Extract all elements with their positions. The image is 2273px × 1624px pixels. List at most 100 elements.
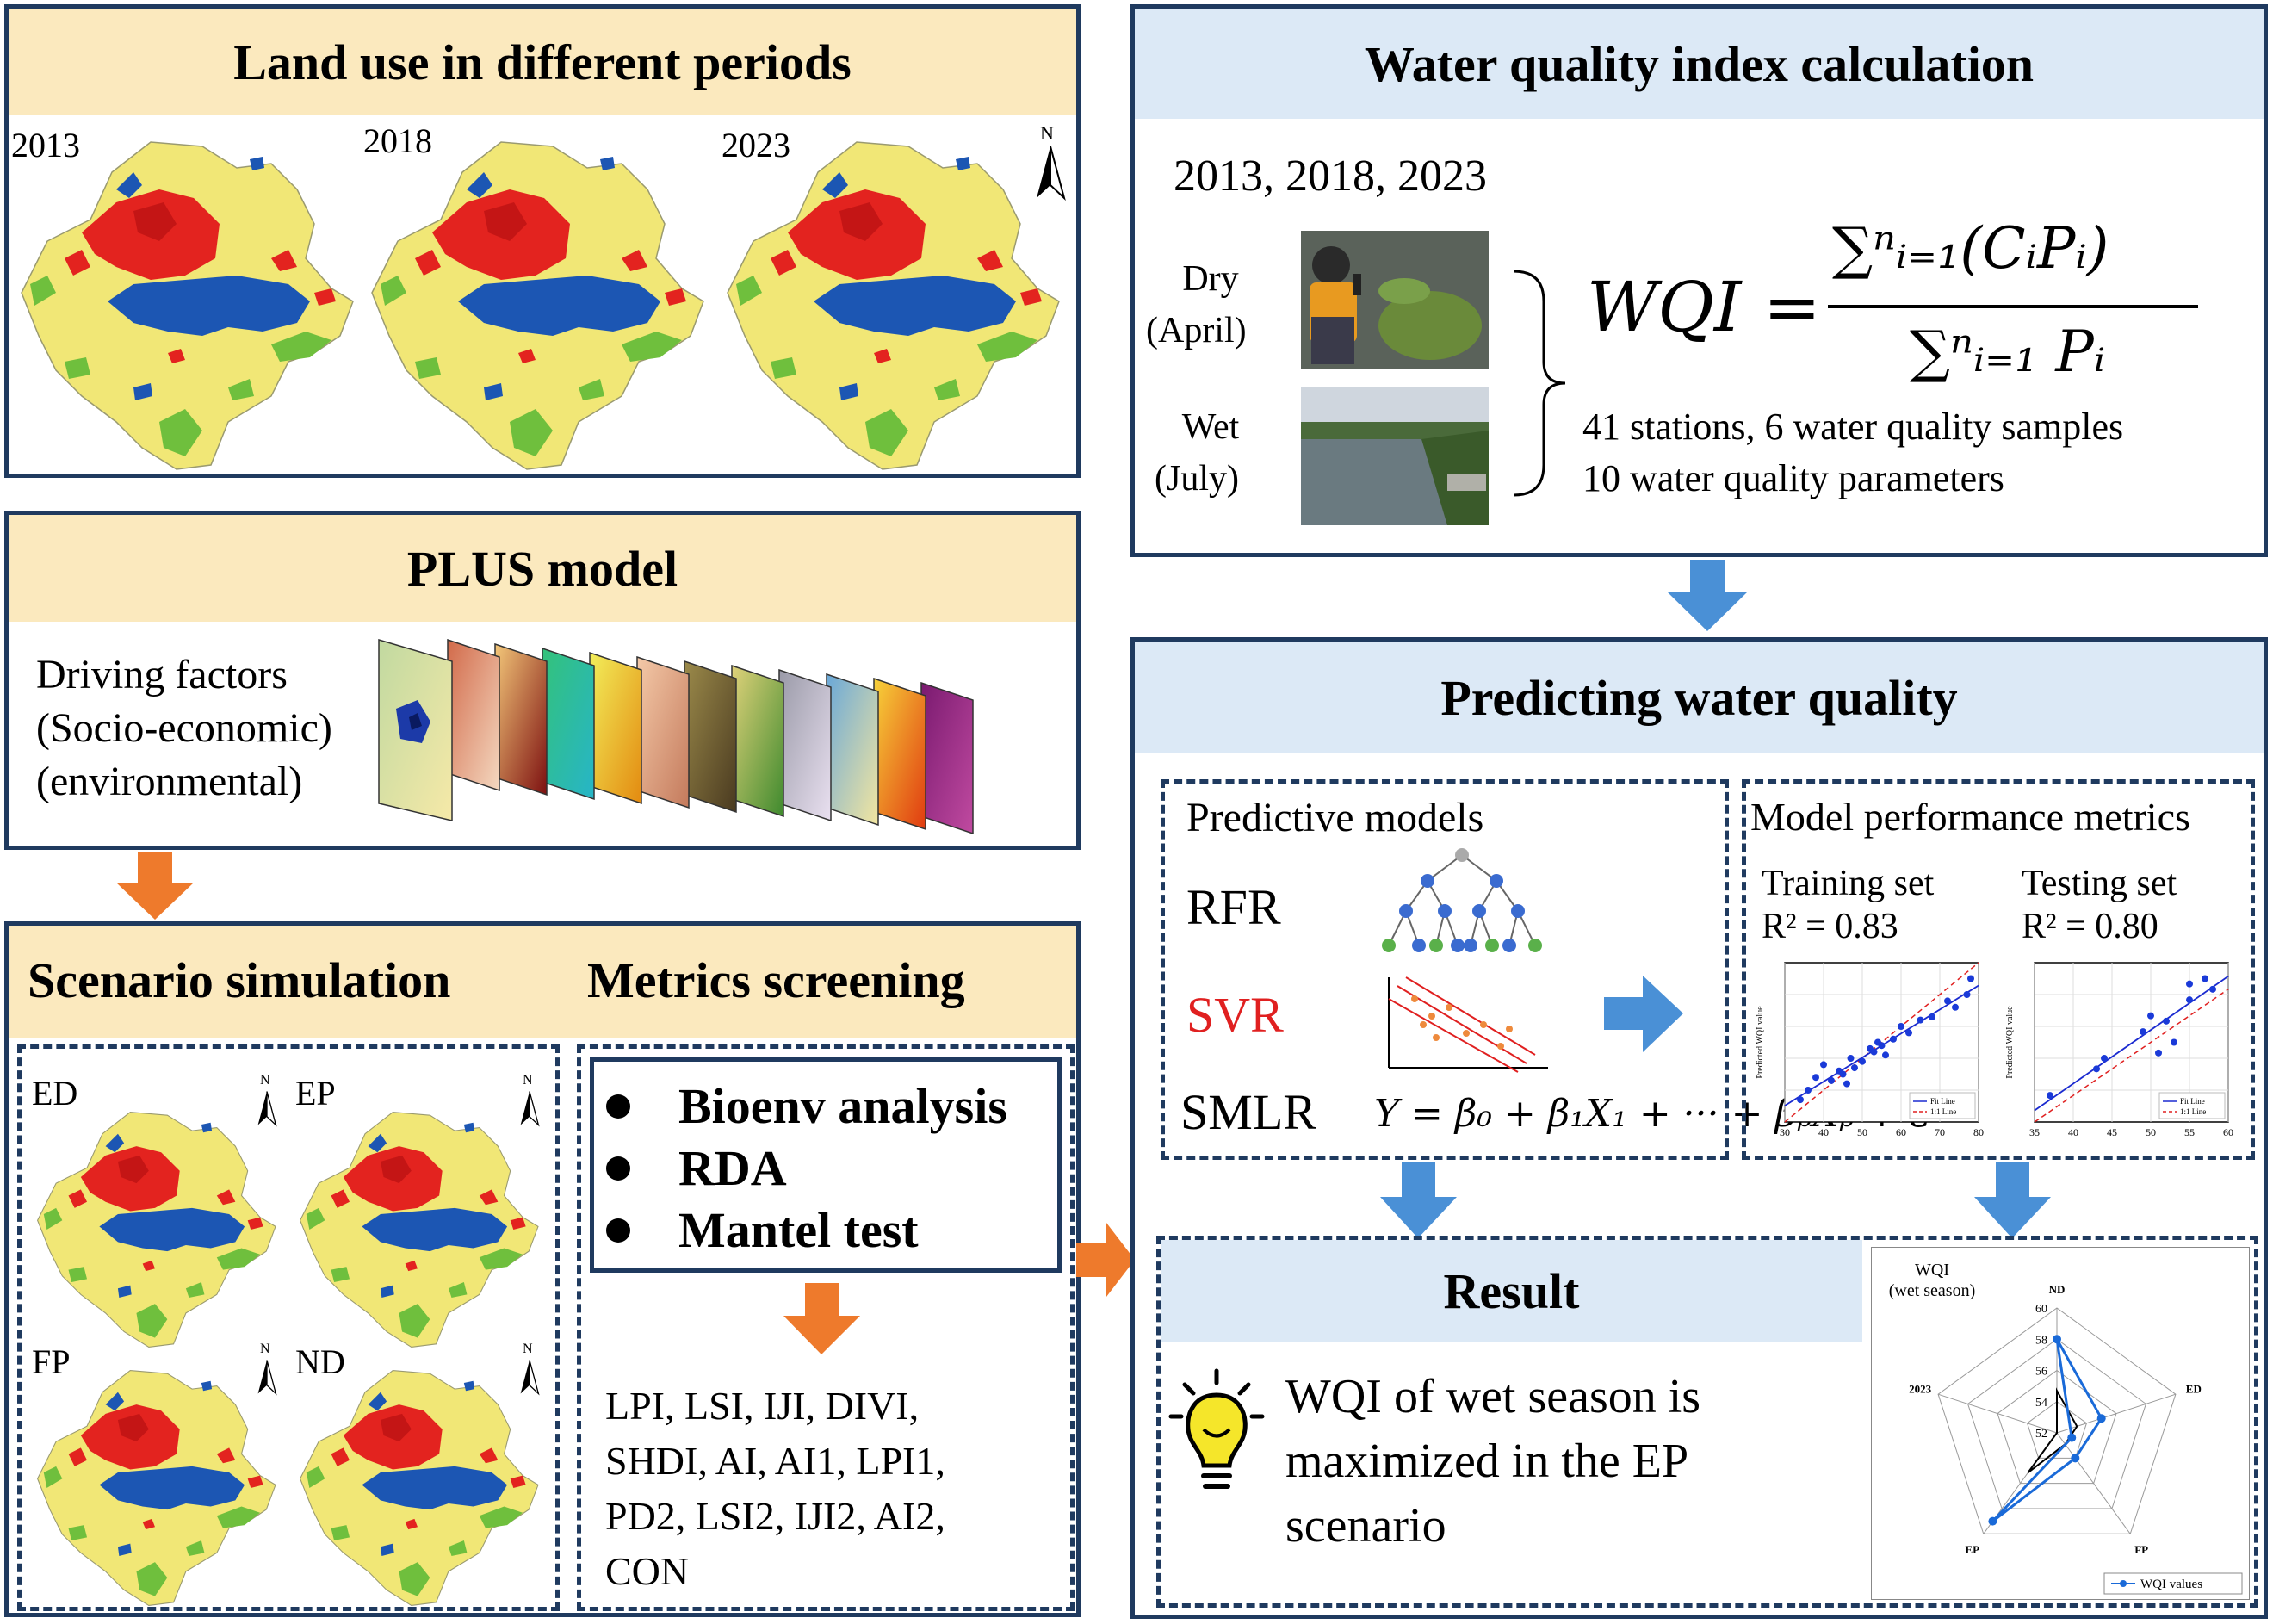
data-point: [1812, 1074, 1819, 1082]
x-tick-label: 30: [1780, 1126, 1790, 1138]
legend: [2158, 1092, 2226, 1119]
wqi-years: 2013, 2018, 2023: [1174, 152, 1487, 201]
data-point: [2171, 1038, 2177, 1046]
scenario-header: [9, 926, 1076, 1038]
scenario-label-nd: ND: [295, 1342, 345, 1381]
wqi-formula-numerator: ∑ⁿᵢ₌₁(CᵢPᵢ): [1832, 215, 2109, 282]
y-axis-label: Predicted WQI value: [2005, 1006, 2015, 1079]
north-label-ed: N: [260, 1073, 270, 1088]
north-arrow-icon: [257, 1360, 277, 1396]
plus-model-title: PLUS model: [9, 515, 1076, 622]
bullet-bioenv: Bioenv analysis: [678, 1078, 1007, 1134]
data-point: [2140, 1028, 2146, 1036]
data-point: [2093, 1065, 2100, 1073]
data-point: [2186, 980, 2193, 988]
data-point: [1917, 1016, 1924, 1024]
legend: [1909, 1092, 1976, 1119]
decision-tree-icon: [1382, 848, 1542, 952]
north-arrow-icon: [520, 1360, 540, 1396]
predicting-title: Predicting water quality: [1135, 642, 2264, 753]
year-label-2023: 2023: [722, 126, 790, 164]
x-tick-label: 55: [2184, 1126, 2195, 1138]
arrow-down-models-to-result: [1380, 1162, 1457, 1238]
x-tick-label: 40: [1818, 1126, 1829, 1138]
data-point: [1851, 1064, 1858, 1072]
data-point: [1820, 1061, 1827, 1069]
north-label: N: [1040, 122, 1054, 144]
x-tick-label: 35: [2029, 1126, 2040, 1138]
result-line-2: maximized in the EP: [1285, 1435, 1689, 1488]
radar-grid-ring: [1937, 1307, 2177, 1534]
x-tick-label: 70: [1935, 1126, 1945, 1138]
radar-chart: WQI(wet season)NDEDFPEP20235254565860WQI…: [1889, 1261, 2243, 1595]
radar-point: [2071, 1454, 2080, 1463]
wqi-calc-title: Water quality index calculation: [1135, 9, 2264, 119]
environmental-label: (environmental): [36, 759, 303, 804]
bullet-mantel: Mantel test: [678, 1202, 919, 1258]
x-tick-label: 60: [2223, 1126, 2233, 1138]
radar-grid-ring: [2026, 1401, 2088, 1459]
x-tick-label: 50: [2146, 1126, 2156, 1138]
bullet-rda: RDA: [678, 1140, 787, 1196]
scenario-map-ed: [37, 1112, 276, 1348]
metrics-screening-title: Metrics screening: [587, 952, 965, 1008]
radar-point: [1988, 1516, 1997, 1526]
arrow-down-screening: [783, 1283, 860, 1354]
arrow-down-plus-to-scenario: [116, 852, 194, 920]
plus-model-panel: PLUS model Driving factors (Socio-econom…: [4, 511, 1081, 850]
data-point: [1905, 1029, 1912, 1037]
year-label-2018: 2018: [363, 121, 432, 160]
radar-spoke: [1937, 1393, 2058, 1434]
model-smlr: SMLR: [1180, 1084, 1316, 1140]
radar-spoke: [2056, 1393, 2177, 1434]
data-point: [1847, 1055, 1855, 1062]
scenario-label-fp: FP: [32, 1342, 71, 1381]
data-point: [2147, 1012, 2154, 1020]
x-tick-label: 60: [1896, 1126, 1906, 1138]
data-point: [2186, 996, 2193, 1004]
radar-inner-outline: [2027, 1387, 2078, 1473]
bullet-dot: [606, 1156, 630, 1181]
north-label-fp: N: [260, 1342, 270, 1356]
metrics-line-2: SHDI, AI, AI1, LPI1,: [605, 1439, 945, 1483]
radar-tick-label: 54: [2035, 1397, 2047, 1410]
bullet-dot: [606, 1218, 630, 1243]
legend-fit-label: Fit Line: [2180, 1097, 2205, 1106]
x-tick-label: 80: [1973, 1126, 1984, 1138]
y-axis-label: Predicted WQI value: [1756, 1006, 1765, 1079]
land-use-map-2013: [21, 141, 354, 470]
data-point: [1878, 1042, 1886, 1050]
data-point: [2202, 975, 2208, 982]
brace-icon: [1513, 270, 1566, 497]
scenario-label-ep: EP: [295, 1074, 336, 1113]
driving-factors-label: Driving factors: [36, 652, 288, 697]
dry-month-label: (April): [1146, 311, 1247, 350]
radar-series-line: [1991, 1338, 2103, 1522]
scenario-map-fp: [37, 1370, 276, 1606]
screening-methods-box: Bioenv analysis RDA Mantel test: [590, 1057, 1062, 1273]
wet-season-photo: [1301, 387, 1489, 525]
arrow-right-models-to-metrics: [1604, 976, 1683, 1052]
data-point: [1967, 975, 1974, 982]
metrics-screening-box: Bioenv analysis RDA Mantel test LPI, LSI…: [577, 1044, 1075, 1611]
data-point: [2047, 1092, 2053, 1100]
driving-factor-layers: [378, 638, 974, 835]
scenario-label-ed: ED: [32, 1074, 78, 1113]
x-tick-label: 50: [1857, 1126, 1867, 1138]
svr-icon: [1388, 976, 1548, 1073]
dry-season-photo: [1301, 231, 1489, 369]
result-title: Result: [1161, 1240, 1862, 1342]
radar-category-label: 2023: [1909, 1382, 1932, 1395]
data-point: [1929, 1013, 1935, 1020]
arrow-down-metrics-to-result: [1974, 1162, 2051, 1238]
radar-category-label: FP: [2134, 1543, 2148, 1556]
performance-metrics-title: Model performance metrics: [1750, 795, 2190, 839]
predictive-models-box: Predictive models RFR SVR SMLR: [1161, 779, 1930, 1160]
radar-tick-label: 60: [2035, 1303, 2047, 1316]
fraction-bar: [1828, 305, 2198, 308]
model-svr: SVR: [1186, 987, 1284, 1043]
radar-tick-label: 56: [2035, 1366, 2047, 1379]
